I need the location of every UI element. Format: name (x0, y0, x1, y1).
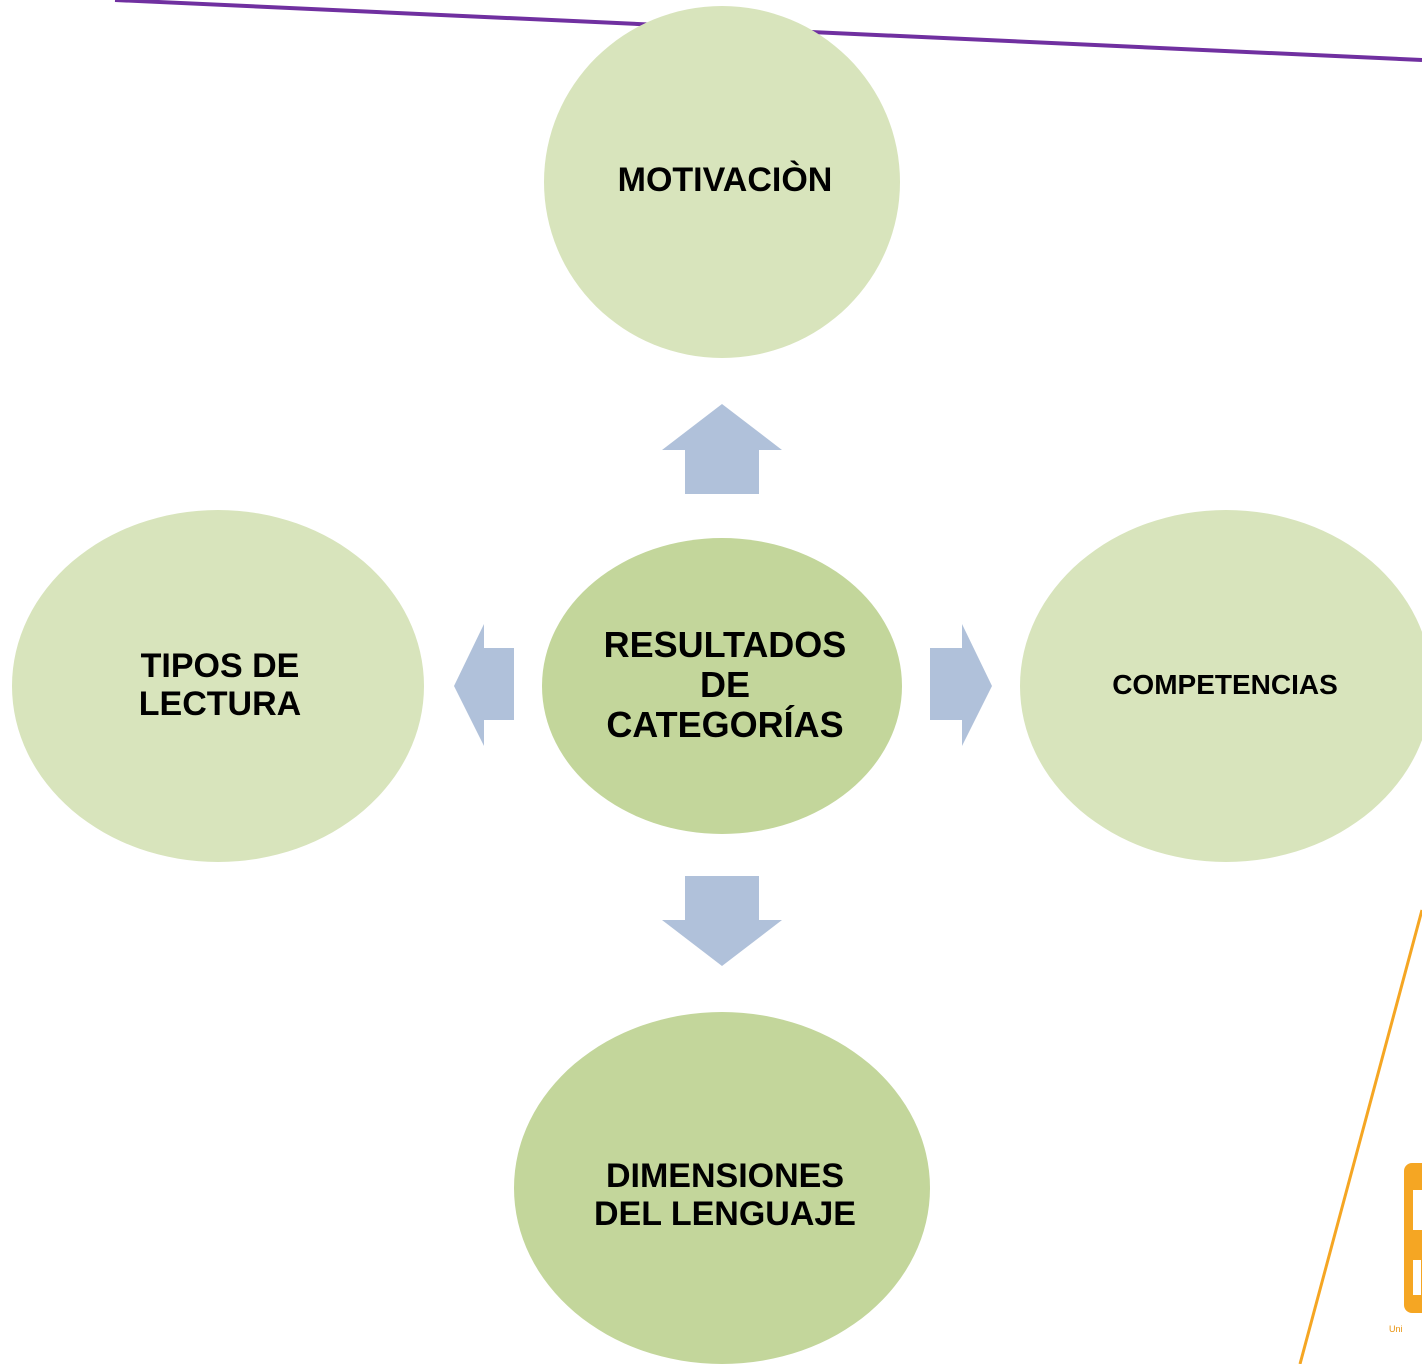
dimensiones-del-lenguaje-label: DIMENSIONES DEL LENGUAJE (594, 1156, 856, 1233)
resultados-de-categorias-label: RESULTADOS DE CATEGORÍAS (603, 623, 847, 746)
arrow-left (454, 624, 514, 746)
university-logo (1404, 1163, 1422, 1313)
resultados-center-node (542, 538, 902, 834)
arrow-up (662, 404, 782, 494)
arrow-right (930, 624, 992, 746)
motivacion-node (544, 6, 900, 358)
competencias-node (1020, 510, 1422, 862)
tipos-de-lectura-node (12, 510, 424, 862)
tipos-de-lectura-label: TIPOS DE LECTURA (138, 646, 302, 723)
dimensiones-del-lenguaje-node (514, 1012, 930, 1364)
motivacion-label: MOTIVACIÒN (617, 160, 833, 199)
arrow-down (662, 876, 782, 966)
competencias-label: COMPETENCIAS (1112, 669, 1338, 701)
side-decorative-line (1298, 909, 1422, 1364)
logo-partial-text: Uni (1389, 1324, 1403, 1334)
